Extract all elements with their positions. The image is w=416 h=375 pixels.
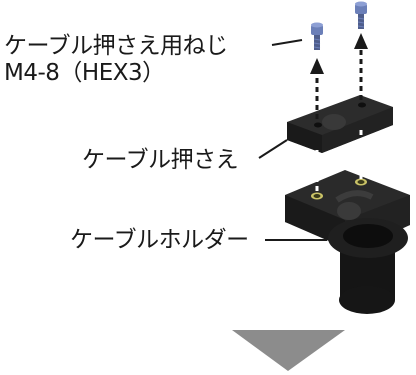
screw-label-line1: ケーブル押さえ用ねじ	[4, 33, 228, 59]
screw-label-line2: M4-8（HEX3）	[4, 60, 165, 86]
holder-hole-right	[355, 178, 367, 186]
holder-hole-left	[311, 192, 323, 200]
socket-head-screw-icon	[355, 1, 367, 29]
arrow-up-left	[310, 58, 324, 74]
cable-holder-part	[285, 170, 410, 314]
clamp-label: ケーブル押さえ	[82, 147, 239, 173]
holder-label: ケーブルホルダー	[70, 227, 249, 253]
cable-clamp-part	[287, 95, 393, 153]
socket-head-screw-icon	[311, 22, 323, 50]
arrow-up-right	[354, 33, 368, 49]
down-triangle-icon	[232, 330, 345, 371]
leader-line-screws	[271, 39, 303, 46]
leader-line-clamp	[258, 139, 288, 159]
